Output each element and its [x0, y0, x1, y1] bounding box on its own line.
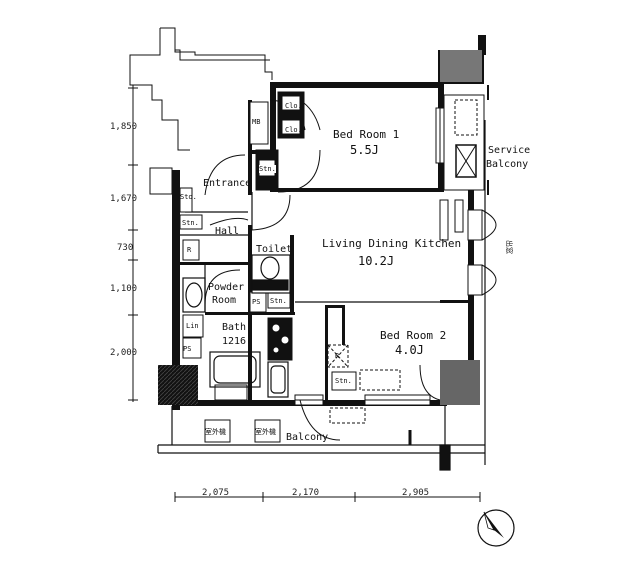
dim-left-3: 1,100: [110, 284, 138, 294]
outdoor-unit-label-1: 室外機: [205, 428, 226, 436]
balcony-label: Balcony: [286, 432, 329, 443]
closet-label-1: Clo.: [285, 102, 302, 110]
dim-left-0: 1,850: [110, 122, 138, 132]
bath-label-1: Bath: [222, 322, 247, 333]
toilet-fixture: [251, 254, 291, 294]
vertical-dimension-line: [128, 85, 138, 402]
dim-bottom-2: 2,905: [402, 488, 430, 498]
column-left: [158, 365, 198, 405]
service-balcony-label-2: Balcony: [486, 159, 529, 170]
closet-label-2: Clo.: [285, 126, 302, 134]
refrigerator-label: R: [187, 246, 192, 254]
horizontal-dimension-line: [174, 492, 481, 502]
washbasin: [182, 277, 206, 313]
entrance-label: Entrance: [203, 178, 252, 189]
outdoor-unit-label-2: 室外機: [255, 428, 276, 436]
storage-label-kitchen: Stn.: [270, 297, 287, 305]
windows: [149, 107, 483, 406]
bay-window-label: 出窓: [505, 240, 513, 254]
pipe-space-label-1: PS: [252, 298, 261, 306]
dim-bottom-0: 2,075: [202, 488, 230, 498]
toilet-label: Toilet: [256, 244, 293, 255]
bedroom1-name: Bed Room 1: [333, 128, 400, 141]
storage-label-bedroom2: Stn.: [335, 377, 352, 385]
partition-lines: [180, 192, 470, 312]
linen-label: Lin: [186, 322, 199, 330]
sliding-door: [439, 199, 464, 241]
storage-label-hall: Stn.: [182, 219, 199, 227]
exterior-walls: [158, 35, 486, 410]
ldk-name: Living Dining Kitchen: [322, 237, 462, 250]
pipe-space-label-2: PS: [183, 345, 192, 353]
interior-walls: [180, 100, 470, 400]
kitchen-fixtures: [267, 317, 401, 424]
storage-label-entrance: Stn.: [259, 165, 276, 173]
powder-room-label-1: Powder: [208, 282, 245, 293]
adjacent-structure-outline: [129, 27, 273, 151]
service-balcony-area: [443, 85, 489, 195]
bedroom1-size: 5.5J: [350, 143, 379, 157]
bedroom2-name: Bed Room 2: [380, 329, 447, 342]
washer-label: R: [335, 352, 340, 360]
bathtub: [209, 351, 289, 398]
service-balcony-label-1: Service: [488, 145, 531, 156]
closets: [249, 91, 305, 191]
powder-room-label-2: Room: [212, 295, 237, 306]
ldk-size: 10.2J: [358, 254, 395, 268]
column-top-right: [440, 50, 482, 82]
shoe-box-label: Sto.: [180, 193, 197, 201]
column-right: [440, 360, 480, 405]
dim-bottom-1: 2,170: [292, 488, 320, 498]
balcony-area: [157, 120, 486, 471]
meter-box-label: MB: [252, 118, 261, 126]
storage-boxes: [179, 187, 357, 391]
hall-label: Hall: [215, 226, 240, 237]
dim-left-4: 2,000: [110, 348, 138, 358]
outdoor-units: [204, 419, 281, 443]
dim-left-2: 730: [117, 243, 134, 253]
bath-label-2: 1216: [222, 336, 247, 347]
bedroom2-size: 4.0J: [395, 343, 424, 357]
dim-left-1: 1,670: [110, 194, 138, 204]
compass-icon: [477, 509, 515, 547]
